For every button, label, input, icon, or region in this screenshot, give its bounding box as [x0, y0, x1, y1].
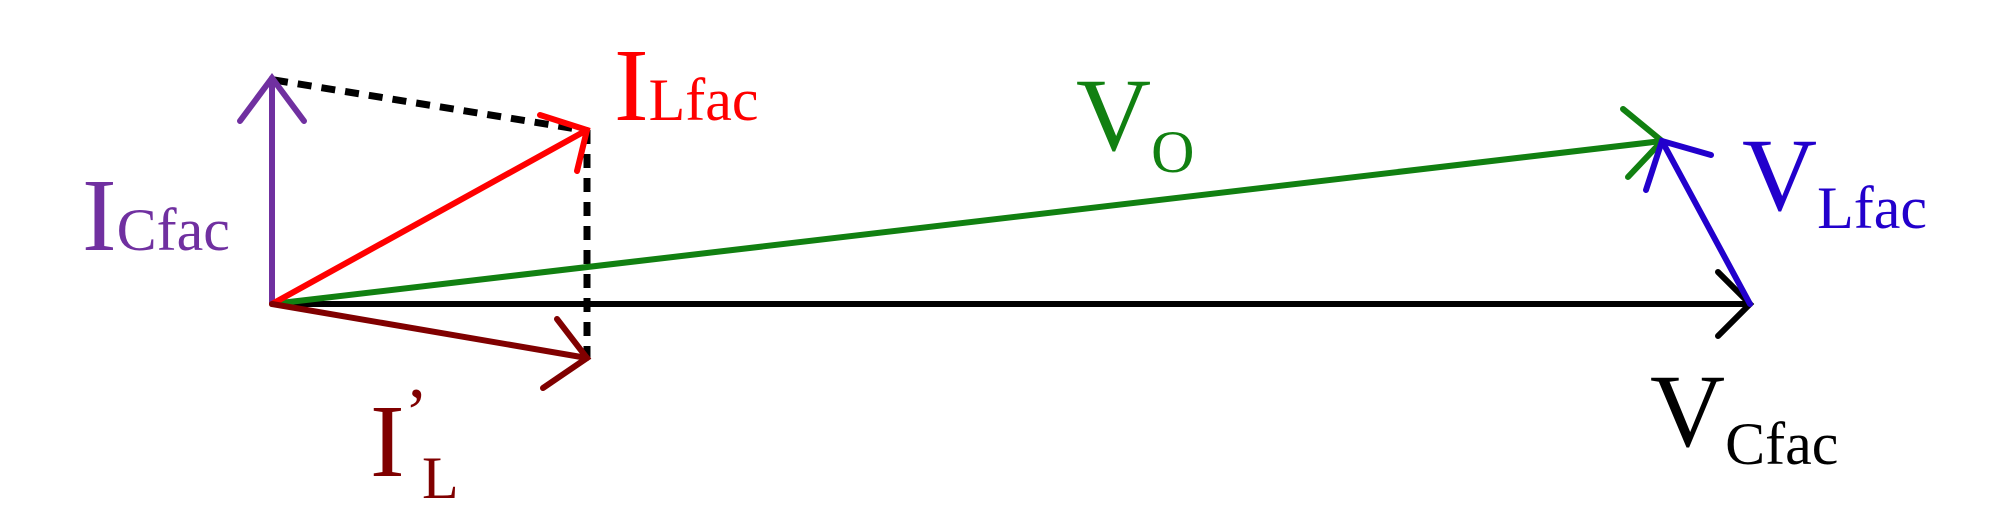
- i-lfac-arrowhead: [537, 112, 591, 174]
- label-i-l-prime: I’L: [370, 375, 459, 511]
- v-lfac-phasor: [1643, 137, 1753, 307]
- i-cfac-arrowhead: [237, 72, 307, 124]
- projection-lines: [273, 76, 591, 358]
- v-cfac-phasor: [269, 269, 1755, 339]
- i-l-prime-arrowhead: [540, 316, 592, 391]
- i-lfac-line: [269, 127, 590, 307]
- label-v-cfac: VCfac: [1650, 354, 1838, 477]
- i-cfac-phasor: [237, 72, 307, 307]
- label-v-o: VO: [1076, 58, 1194, 185]
- label-v-lfac: VLfac: [1742, 118, 1927, 241]
- dashed-line-top: [273, 76, 584, 134]
- v-o-phasor: [269, 106, 1667, 307]
- i-lfac-phasor: [269, 112, 591, 307]
- i-l-prime-line: [269, 301, 590, 361]
- v-o-line: [269, 138, 1665, 307]
- v-lfac-arrowhead: [1643, 137, 1714, 193]
- label-i-lfac: ILfac: [614, 28, 759, 143]
- v-lfac-line: [1659, 138, 1753, 307]
- label-i-cfac: ICfac: [82, 158, 230, 273]
- i-l-prime-phasor: [269, 301, 592, 391]
